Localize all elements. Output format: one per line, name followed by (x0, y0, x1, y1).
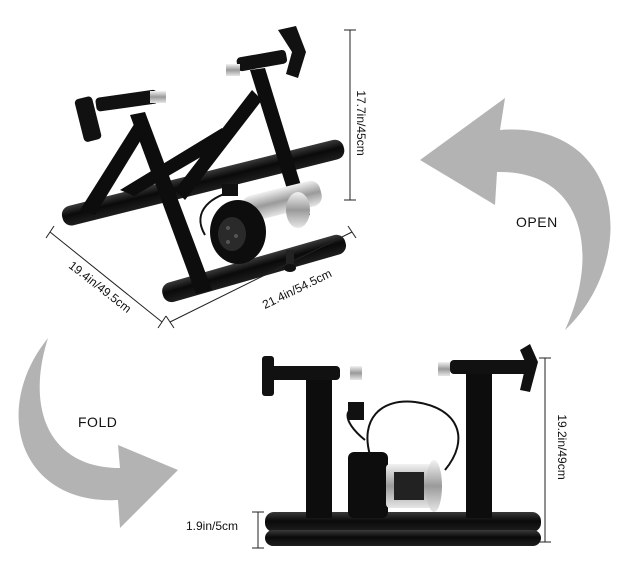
height-open-label: 17.7in/45cm (354, 90, 368, 156)
base-fold-label: 1.9in/5cm (186, 519, 239, 533)
trainer-folded (262, 344, 541, 546)
fold-arrow (18, 338, 178, 528)
fold-label: FOLD (78, 414, 118, 430)
open-label: OPEN (516, 214, 558, 230)
trainer-open (61, 26, 347, 303)
open-arrow (420, 98, 611, 330)
dimension-lines (45, 29, 551, 549)
height-fold-label: 19.2in/49cm (555, 414, 569, 480)
